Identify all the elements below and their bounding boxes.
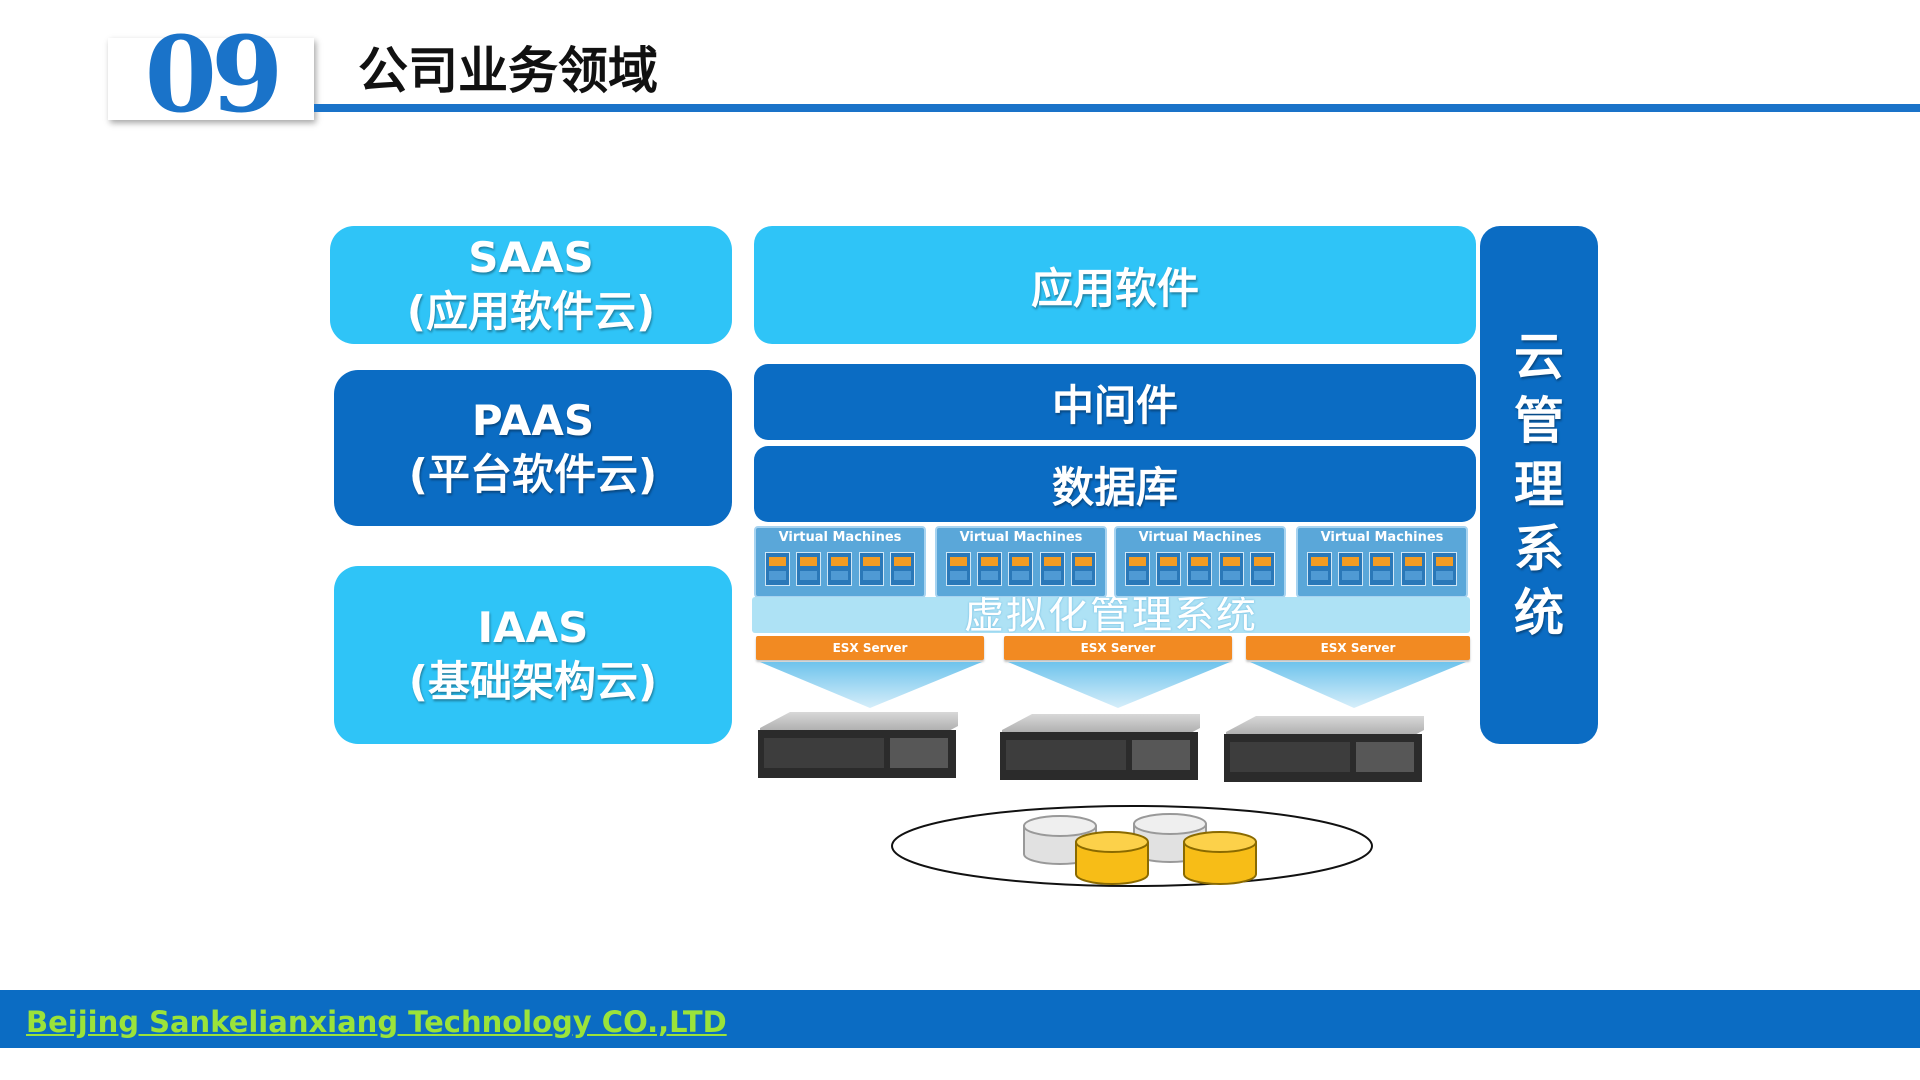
vm-icon xyxy=(765,552,791,586)
esx-server-label: ESX Server xyxy=(1246,636,1470,660)
vm-icon xyxy=(946,552,972,586)
cloud-management-system: 云 管 理 系 统 xyxy=(1480,226,1598,744)
saas-box: SAAS (应用软件云) xyxy=(330,226,732,344)
virtualization-bar: 虚拟化管理系统 xyxy=(752,597,1470,633)
vm-icon xyxy=(1008,552,1034,586)
vm-icon xyxy=(1307,552,1333,586)
iaas-name: IAAS xyxy=(477,603,589,652)
iaas-desc: (基础架构云) xyxy=(408,657,658,706)
database-bar: 数据库 xyxy=(754,446,1476,522)
vm-panel: Virtual Machines xyxy=(935,526,1107,598)
esx-server-label: ESX Server xyxy=(756,636,984,660)
vm-panel-title: Virtual Machines xyxy=(959,530,1083,545)
vm-icon xyxy=(1218,552,1244,586)
storage-pool-ellipse xyxy=(891,805,1373,887)
esx-funnel xyxy=(760,662,982,708)
cloud-mgmt-char: 系 xyxy=(1514,520,1564,578)
vm-panel: Virtual Machines xyxy=(1296,526,1468,598)
rack-server-icon xyxy=(758,712,958,778)
storage-disk-icon xyxy=(1023,815,1097,865)
section-number: 09 xyxy=(144,13,284,136)
vm-panel-title: Virtual Machines xyxy=(1138,530,1262,545)
vm-icon xyxy=(1039,552,1065,586)
saas-name: SAAS xyxy=(468,233,594,282)
section-number-card xyxy=(108,38,314,120)
vm-icon xyxy=(1369,552,1395,586)
cloud-mgmt-char: 云 xyxy=(1514,328,1564,386)
footer-bar xyxy=(0,990,1920,1048)
paas-box: PAAS (平台软件云) xyxy=(334,370,732,526)
storage-disk-icon xyxy=(1183,831,1257,885)
cloud-mgmt-char: 统 xyxy=(1514,584,1564,642)
vm-icon xyxy=(827,552,853,586)
esx-server-label: ESX Server xyxy=(1004,636,1232,660)
rack-server-icon xyxy=(1224,716,1424,782)
vm-panel: Virtual Machines xyxy=(754,526,926,598)
page-title: 公司业务领域 xyxy=(358,42,658,100)
vm-icon xyxy=(1125,552,1151,586)
vm-icon xyxy=(796,552,822,586)
vm-icon xyxy=(1338,552,1364,586)
company-name-link[interactable]: Beijing Sankelianxiang Technology CO.,LT… xyxy=(26,1005,727,1039)
vm-panel-title: Virtual Machines xyxy=(1320,530,1444,545)
paas-desc: (平台软件云) xyxy=(408,450,658,499)
vm-icon xyxy=(889,552,915,586)
vm-icon xyxy=(1431,552,1457,586)
vm-icon xyxy=(1400,552,1426,586)
middleware-bar: 中间件 xyxy=(754,364,1476,440)
paas-name: PAAS xyxy=(471,396,595,445)
vm-icon xyxy=(1187,552,1213,586)
vm-icon xyxy=(1070,552,1096,586)
rack-server-icon xyxy=(1000,714,1200,780)
vm-icon xyxy=(1156,552,1182,586)
esx-funnel xyxy=(1250,662,1466,708)
cloud-mgmt-char: 理 xyxy=(1514,456,1564,514)
title-underline xyxy=(314,104,1920,112)
cloud-mgmt-char: 管 xyxy=(1514,392,1564,450)
storage-disk-icon xyxy=(1133,813,1207,863)
saas-desc: (应用软件云) xyxy=(406,287,656,336)
iaas-box: IAAS (基础架构云) xyxy=(334,566,732,744)
vm-icon xyxy=(858,552,884,586)
vm-panel-title: Virtual Machines xyxy=(778,530,902,545)
app-software-bar: 应用软件 xyxy=(754,226,1476,344)
storage-disk-icon xyxy=(1075,831,1149,885)
esx-funnel xyxy=(1008,662,1230,708)
vm-panel: Virtual Machines xyxy=(1114,526,1286,598)
vm-icon xyxy=(977,552,1003,586)
vm-icon xyxy=(1249,552,1275,586)
